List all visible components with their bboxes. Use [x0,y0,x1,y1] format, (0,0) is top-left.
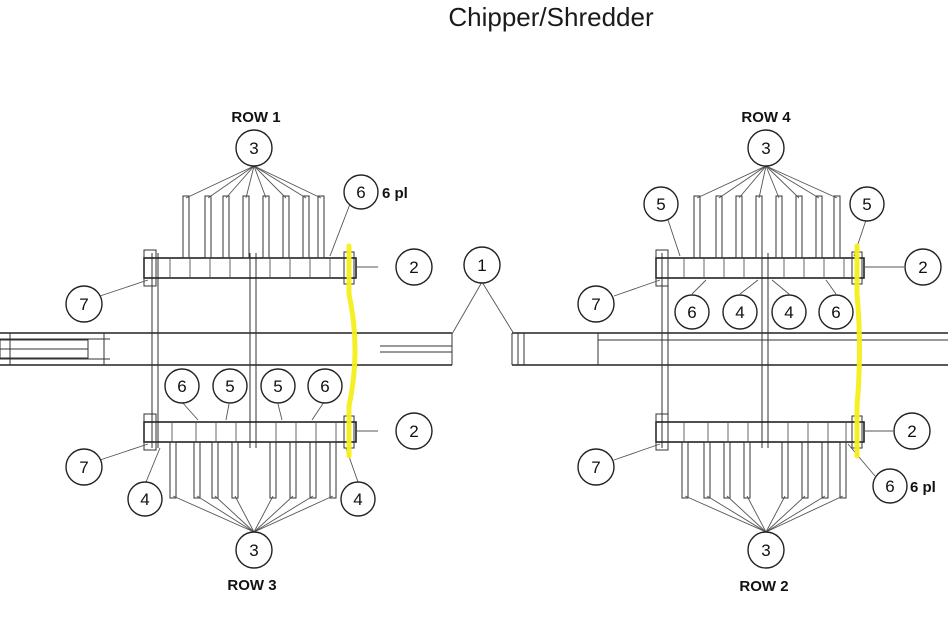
right-top-hammers [693,195,841,259]
svg-text:2: 2 [409,258,418,277]
callout-2-right-top: 2 [904,248,942,286]
row2-label: ROW 2 [739,578,788,595]
svg-text:7: 7 [591,458,600,477]
right-bottom-rod [655,413,865,451]
svg-text:7: 7 [79,295,88,314]
callout-5-right-b: 5 [849,186,885,222]
svg-text:3: 3 [249,139,258,158]
qty-note-right: 6 pl [910,479,936,496]
callout-2-right-bottom: 2 [893,412,931,450]
callout-6-left-a: 6 [164,368,200,404]
svg-text:3: 3 [249,541,258,560]
right-rotor-assembly [511,165,948,533]
callout-5-left-a: 5 [212,368,248,404]
svg-text:6: 6 [356,183,365,202]
callout-6-row1: 6 [343,174,379,210]
callout-7-right-top: 7 [577,285,615,323]
callout-3-row4: 3 [747,129,785,167]
svg-text:3: 3 [761,139,770,158]
svg-text:4: 4 [735,303,744,322]
svg-text:6: 6 [885,477,894,496]
callout-7-left-bottom: 7 [65,448,103,486]
callout-3-row3: 3 [235,531,273,569]
callout-6-right-bottom: 6 [872,468,908,504]
svg-text:1: 1 [477,256,486,275]
svg-text:5: 5 [656,195,665,214]
svg-text:6: 6 [320,377,329,396]
left-bottom-rod [143,413,357,451]
callout-2-left-bottom: 2 [395,412,433,450]
left-highlight-mark [346,243,358,459]
svg-text:6: 6 [831,303,840,322]
callout-6-right-a: 6 [674,294,710,330]
callout-7-right-bottom: 7 [577,448,615,486]
row3-label: ROW 3 [227,577,276,594]
svg-text:6: 6 [177,377,186,396]
row4-label: ROW 4 [741,109,791,126]
callout-5-right-a: 5 [643,186,679,222]
callout-4-right-a: 4 [722,294,758,330]
svg-text:2: 2 [918,258,927,277]
left-top-hammers [182,195,325,259]
svg-text:5: 5 [225,377,234,396]
callout-4-left-a: 4 [127,481,163,517]
callout-5-left-b: 5 [260,368,296,404]
svg-text:4: 4 [353,490,362,509]
right-bottom-hammers [681,441,847,499]
callout-3-row2: 3 [747,531,785,569]
right-shaft [511,332,948,366]
callout-4-right-b: 4 [771,294,807,330]
row1-label: ROW 1 [231,109,280,126]
qty-note-left: 6 pl [382,185,408,202]
callout-2-left-top: 2 [395,248,433,286]
svg-text:6: 6 [687,303,696,322]
left-rotor-assembly [0,165,453,533]
svg-text:2: 2 [409,422,418,441]
callout-1-shaft: 1 [463,246,501,284]
callout-6-right-b: 6 [818,294,854,330]
svg-text:5: 5 [862,195,871,214]
callout-4-left-b: 4 [340,481,376,517]
callout-3-row1: 3 [235,129,273,167]
svg-text:3: 3 [761,541,770,560]
callout-6-left-b: 6 [307,368,343,404]
left-bottom-hammers [169,441,337,499]
left-shaft [0,332,453,366]
left-top-rod [143,249,357,287]
svg-text:2: 2 [907,422,916,441]
svg-text:7: 7 [79,458,88,477]
svg-text:4: 4 [140,490,149,509]
right-highlight-mark [854,243,862,459]
diagram-title: Chipper/Shredder [448,2,654,32]
callout-7-left-top: 7 [65,285,103,323]
svg-text:7: 7 [591,295,600,314]
right-top-rod [655,249,865,287]
svg-text:5: 5 [273,377,282,396]
svg-text:4: 4 [784,303,793,322]
